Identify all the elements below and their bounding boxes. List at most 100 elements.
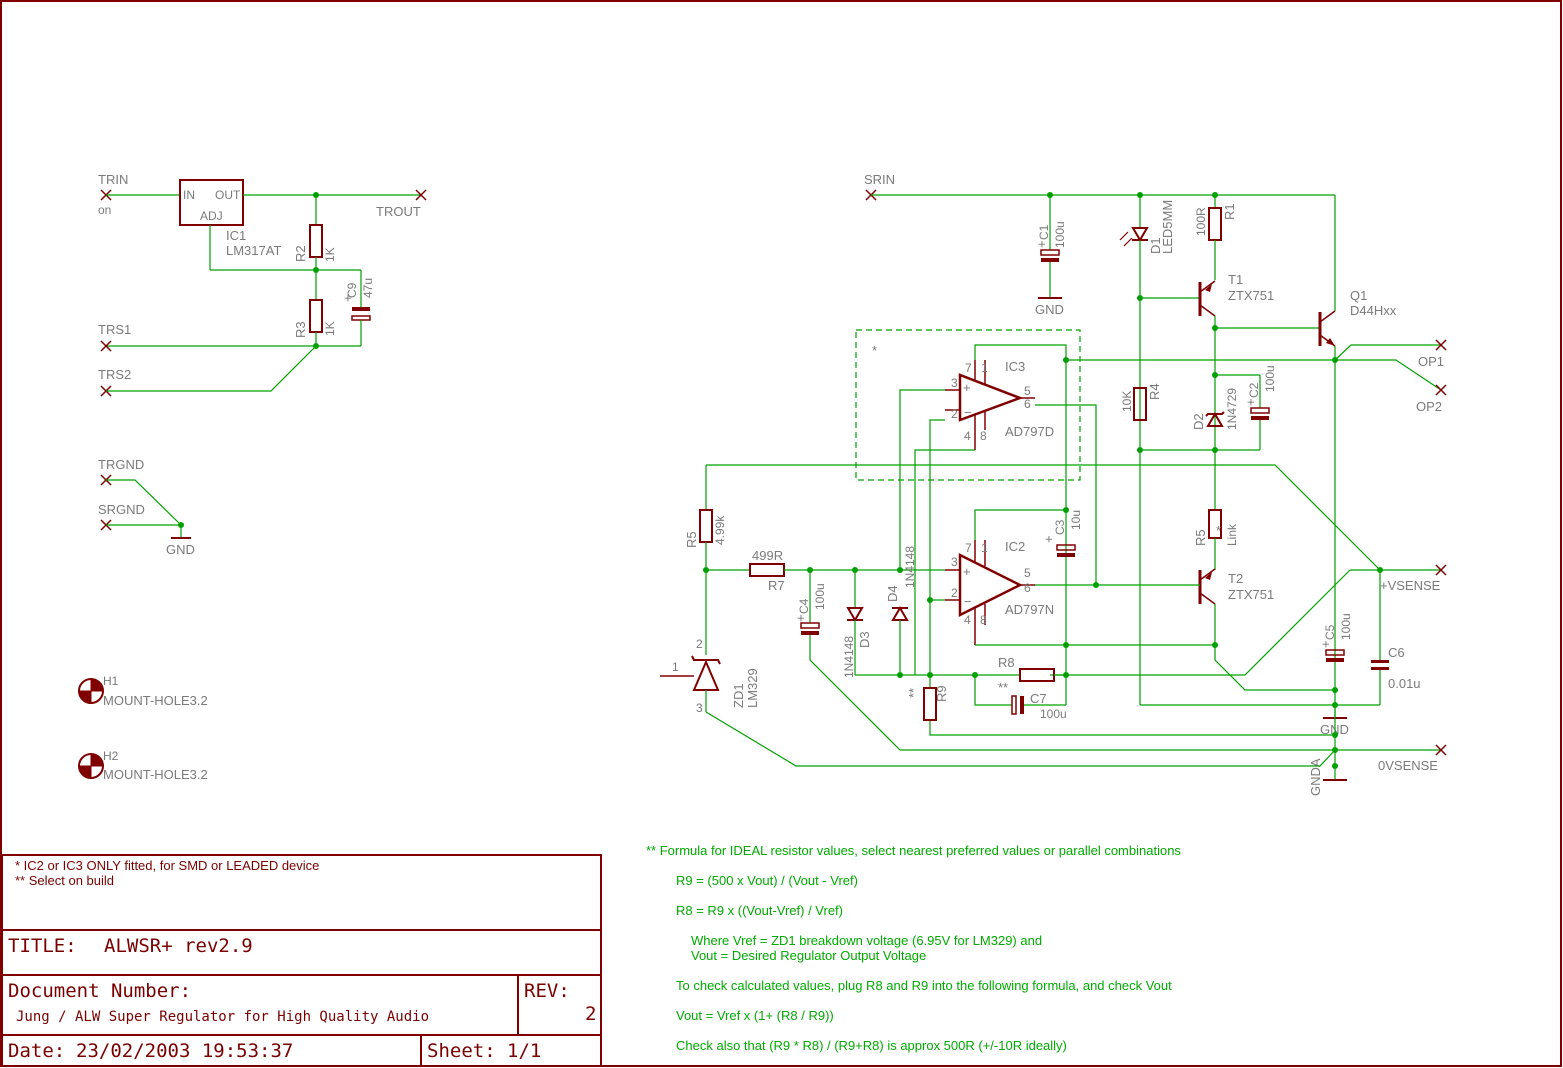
r3-name: R3: [293, 321, 308, 338]
svg-text:−: −: [964, 405, 972, 420]
ic3-name: IC3: [1005, 359, 1025, 374]
c4-value: 100u: [813, 583, 827, 610]
note-line3: R8 = R9 x ((Vout-Vref) / Vref): [676, 903, 843, 918]
q1-value: D44Hxx: [1350, 303, 1397, 318]
ic3-star: *: [872, 343, 877, 358]
c6-name: C6: [1388, 645, 1405, 660]
net-srgnd: SRGND: [98, 502, 145, 517]
c3-value: 10u: [1069, 510, 1083, 530]
d4-value: 1N4148: [903, 546, 917, 588]
c2-value: 100u: [1263, 365, 1277, 392]
note-line6: To check calculated values, plug R8 and …: [676, 978, 1172, 993]
ic2-value: AD797N: [1005, 602, 1054, 617]
lm317-section: TRIN on IN OUT ADJ IC1 LM317AT TROUT R2 …: [78, 172, 427, 782]
r3-value: 1K: [323, 321, 337, 336]
svg-text:+: +: [1243, 398, 1258, 406]
ic3-pin3: 3: [951, 376, 958, 390]
date-label: Date:: [8, 1040, 65, 1062]
net-srin: SRIN: [864, 172, 895, 187]
note-line5: Vout = Desired Regulator Output Voltage: [691, 948, 926, 963]
r9-name: R9: [934, 685, 949, 702]
ic2-pin1: 1: [981, 541, 988, 555]
c3-name: C3: [1053, 519, 1067, 535]
net-trin: TRIN: [98, 172, 128, 187]
svg-text:+: +: [1318, 640, 1333, 648]
r7-value: 499R: [752, 548, 783, 563]
h1-name: H1: [103, 674, 119, 688]
ic2-pin6: 6: [1024, 581, 1031, 595]
net-op2: OP2: [1416, 399, 1442, 414]
zd1-value: LM329: [745, 668, 760, 708]
net-trs1: TRS1: [98, 322, 131, 337]
ic3-pin6: 6: [1024, 397, 1031, 411]
h2-value: MOUNT-HOLE3.2: [103, 767, 208, 782]
svg-text:+: +: [1034, 240, 1049, 248]
d2-name: D2: [1191, 413, 1206, 430]
net-vsense-n: 0VSENSE: [1378, 758, 1438, 773]
t2-value: ZTX751: [1228, 587, 1274, 602]
c9-value: 47u: [361, 278, 375, 298]
title-label: TITLE:: [8, 935, 77, 957]
note-line2: R9 = (500 x Vout) / (Vout - Vref): [676, 873, 858, 888]
net-trgnd: TRGND: [98, 457, 144, 472]
remark-2: ** Select on build: [15, 873, 114, 888]
h1-value: MOUNT-HOLE3.2: [103, 693, 208, 708]
ic1-pin-out: OUT: [215, 188, 241, 202]
ic2-pin3: 3: [951, 555, 958, 569]
zd1-pin1: 1: [672, 660, 679, 674]
mount-hole-h1: H1 MOUNT-HOLE3.2: [78, 674, 208, 708]
c9-name: C9: [345, 282, 359, 298]
r7-name: R7: [768, 578, 785, 593]
t2-name: T2: [1228, 571, 1243, 586]
ic3-pin5: 5: [1024, 384, 1031, 398]
ic1-body: [179, 179, 244, 226]
net-trin-sub: on: [98, 203, 111, 217]
t1-name: T1: [1228, 272, 1243, 287]
ic1-name: IC1: [226, 228, 246, 243]
mount-hole-h2: H2 MOUNT-HOLE3.2: [78, 749, 208, 782]
docnum-value: Jung / ALW Super Regulator for High Qual…: [16, 1009, 429, 1025]
svg-text:+: +: [963, 380, 971, 395]
note-line8: Check also that (R9 * R8) / (R9+R8) is a…: [676, 1038, 1067, 1053]
title-value: ALWSR+ rev2.9: [104, 935, 253, 957]
r5-name: R5: [684, 531, 699, 548]
ic3-pin7: 7: [965, 361, 972, 375]
ic2-name: IC2: [1005, 539, 1025, 554]
ic2-pin7: 7: [965, 541, 972, 555]
remark-1: * IC2 or IC3 ONLY fitted, for SMD or LEA…: [15, 858, 319, 873]
ic2-pin4: 4: [964, 613, 971, 627]
ic3-pin4: 4: [964, 429, 971, 443]
zd1-name: ZD1: [731, 683, 746, 708]
net-trout: TROUT: [376, 204, 421, 219]
zd1-pin2: 2: [696, 637, 703, 651]
r9-dstar: **: [906, 688, 921, 698]
ic1-pin-in: IN: [183, 188, 195, 202]
r4-name: R4: [1147, 383, 1162, 400]
ic1-pin-adj: ADJ: [200, 209, 223, 223]
net-trs2: TRS2: [98, 367, 131, 382]
svg-text:+: +: [963, 564, 971, 579]
c7-name: C7: [1030, 691, 1047, 706]
c7-value: 100u: [1040, 707, 1067, 721]
super-regulator-section: SRIN GND + C1 100u D1 LED5MM 100R R1: [660, 172, 1447, 796]
r5-star: *: [1216, 523, 1221, 538]
date-value: 23/02/2003 19:53:37: [76, 1040, 293, 1062]
d1-value: LED5MM: [1160, 200, 1175, 254]
r5-link-name: R5: [1193, 529, 1208, 546]
c2-name: C2: [1247, 382, 1261, 398]
r4-value: 10K: [1120, 391, 1134, 412]
q1-name: Q1: [1350, 288, 1367, 303]
r8-name: R8: [998, 655, 1015, 670]
rev-label: REV:: [524, 980, 570, 1002]
r8-dstar: **: [998, 680, 1008, 695]
note-line1: ** Formula for IDEAL resistor values, se…: [646, 843, 1181, 858]
ic2-pin2: 2: [951, 586, 958, 600]
gnd-label-left: GND: [166, 542, 195, 557]
note-line4: Where Vref = ZD1 breakdown voltage (6.95…: [691, 933, 1042, 948]
c1-name: C1: [1037, 224, 1051, 240]
ic3-pin2: 2: [951, 407, 958, 421]
ic2-pin5: 5: [1024, 566, 1031, 580]
ic1-value: LM317AT: [226, 243, 281, 258]
net-vsense-p: +VSENSE: [1380, 578, 1441, 593]
